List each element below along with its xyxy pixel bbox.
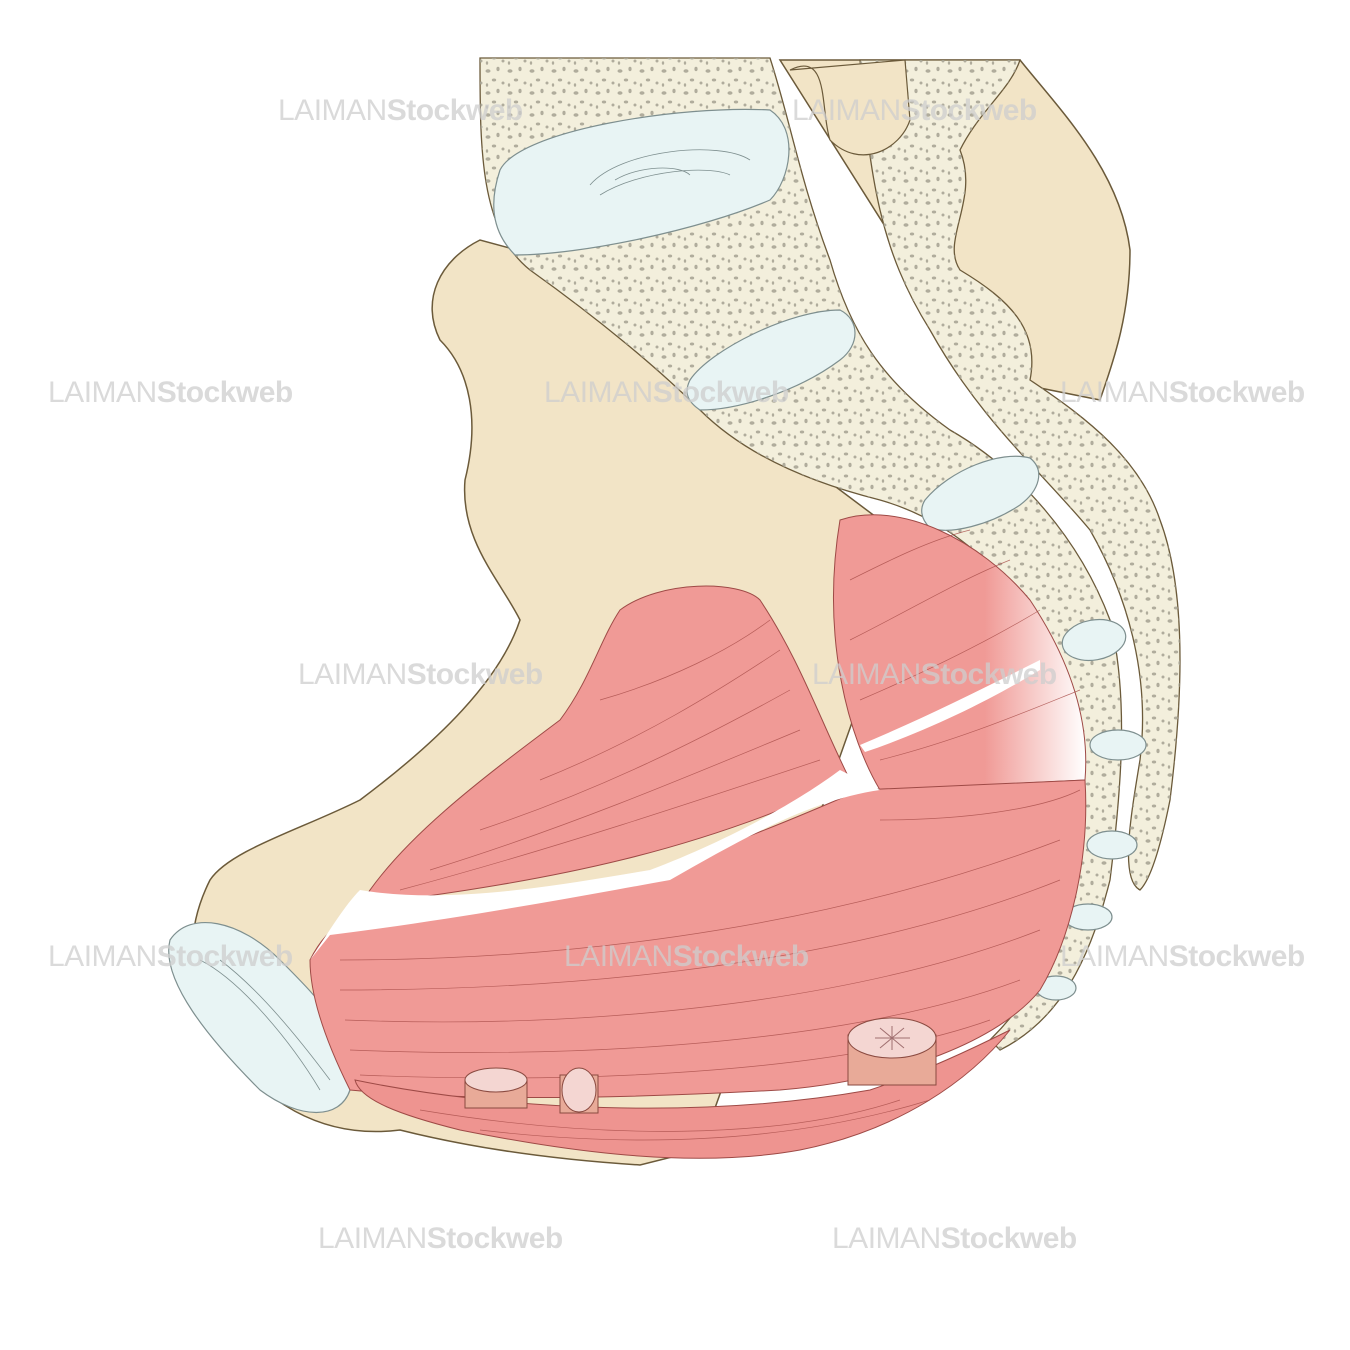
coccyx-disc-2 bbox=[1089, 729, 1147, 761]
sacral-disc bbox=[921, 455, 1040, 531]
pelvic-floor-muscles bbox=[309, 514, 1087, 1159]
coccyx-disc-3 bbox=[1086, 830, 1138, 860]
organ-openings bbox=[464, 1017, 937, 1114]
vagina bbox=[559, 1067, 599, 1114]
puborectalis-sling bbox=[354, 1029, 1011, 1159]
muscle-gap bbox=[860, 660, 1040, 752]
coccygeus-muscle bbox=[833, 514, 1087, 791]
tendinous-arch bbox=[310, 770, 880, 960]
rectum bbox=[847, 1017, 937, 1086]
lumbar-disc bbox=[493, 108, 790, 256]
iliococcygeus-muscle bbox=[359, 585, 851, 906]
disc-l5-s1 bbox=[686, 309, 856, 411]
urethra bbox=[464, 1067, 528, 1109]
coccyx-disc-1 bbox=[1061, 618, 1127, 662]
intervertebral-discs bbox=[168, 108, 1147, 1114]
